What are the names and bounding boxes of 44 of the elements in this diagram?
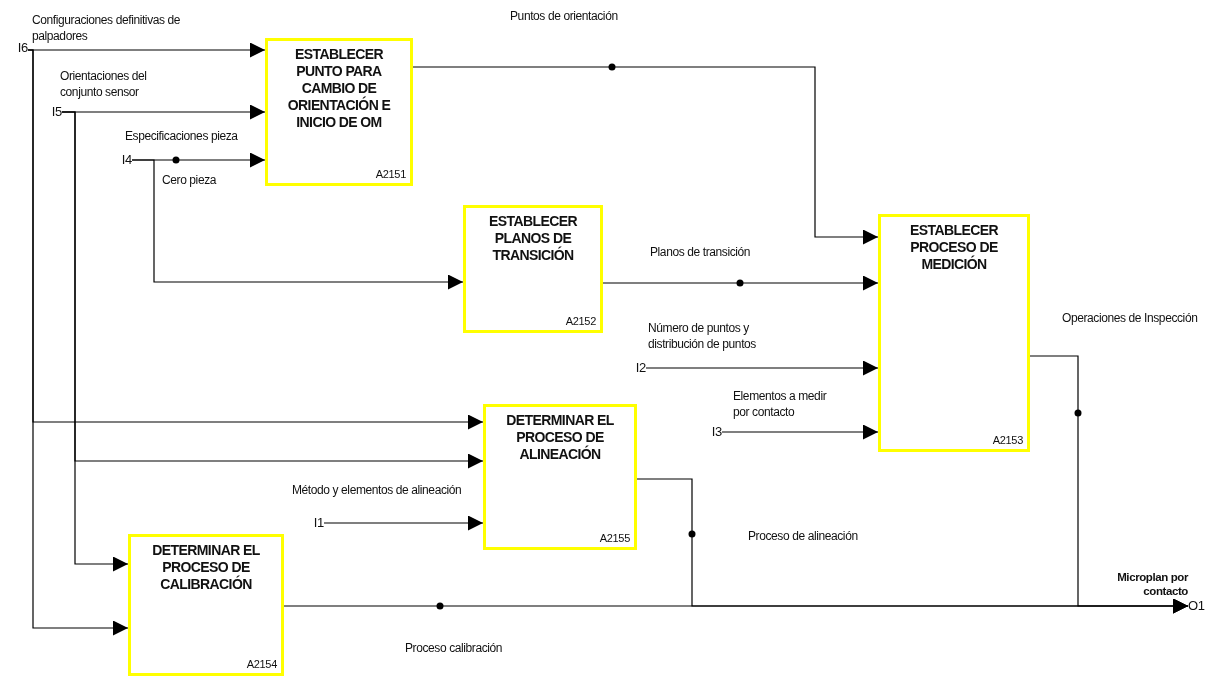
arrow bbox=[61, 111, 129, 572]
activity-box bbox=[878, 214, 1030, 452]
edge-label: Número de puntos y distribución de puntos bbox=[648, 320, 757, 352]
edge-label: Puntos de orientación bbox=[510, 8, 619, 24]
edge-label: Operaciones de Inspección bbox=[1062, 310, 1199, 326]
output-description: Microplan por contacto bbox=[1116, 570, 1188, 598]
tunnel-label: I2 bbox=[622, 360, 646, 376]
arrow bbox=[412, 66, 879, 245]
edge-label: Cero pieza bbox=[162, 172, 218, 188]
activity-title: DETERMINAR EL PROCESO DE ALINEACIÓN bbox=[505, 411, 615, 463]
activity-box bbox=[483, 404, 637, 550]
arrow bbox=[131, 159, 464, 290]
tunnel-label: I5 bbox=[38, 104, 62, 120]
tunnel-label: O1 bbox=[1188, 598, 1206, 614]
activity-number: A2154 bbox=[246, 658, 277, 670]
tunnel-label: I1 bbox=[302, 515, 324, 531]
edge-label: Proceso de alineación bbox=[748, 528, 859, 544]
arrow bbox=[323, 515, 484, 531]
edge-label: Método y elementos de alineación bbox=[292, 482, 463, 498]
edge-label: Orientaciones del conjunto sensor bbox=[60, 68, 148, 100]
activity-title: ESTABLECER PROCESO DE MEDICIÓN bbox=[909, 221, 999, 273]
arrow bbox=[27, 49, 129, 636]
activity-number: A2152 bbox=[565, 315, 596, 327]
tunnel-label: I6 bbox=[4, 40, 28, 56]
arrow bbox=[645, 360, 879, 376]
activity-title: ESTABLECER PUNTO PARA CAMBIO DE ORIENTACIÓN E INICIO DE OM bbox=[286, 45, 392, 131]
edge-label: Planos de transición bbox=[650, 244, 752, 260]
activity-number: A2151 bbox=[375, 168, 406, 180]
arrow bbox=[721, 424, 879, 440]
tunnel-label: I3 bbox=[700, 424, 722, 440]
edge-label: Proceso calibración bbox=[405, 640, 504, 656]
arrow bbox=[283, 598, 1189, 614]
activity-box bbox=[128, 534, 284, 676]
edge-label: Configuraciones definitivas de palpadores bbox=[32, 12, 182, 44]
edge-label: Elementos a medir por contacto bbox=[733, 388, 828, 420]
activity-box bbox=[265, 38, 413, 186]
activity-title: ESTABLECER PLANOS DE TRANSICIÓN bbox=[488, 212, 578, 264]
activity-box bbox=[463, 205, 603, 333]
activity-number: A2153 bbox=[992, 434, 1023, 446]
activity-number: A2155 bbox=[599, 532, 630, 544]
edge-label: Especificaciones pieza bbox=[125, 128, 239, 144]
arrow bbox=[602, 275, 879, 291]
activity-title: DETERMINAR EL PROCESO DE CALIBRACIÓN bbox=[151, 541, 261, 593]
tunnel-label: I4 bbox=[106, 152, 132, 168]
